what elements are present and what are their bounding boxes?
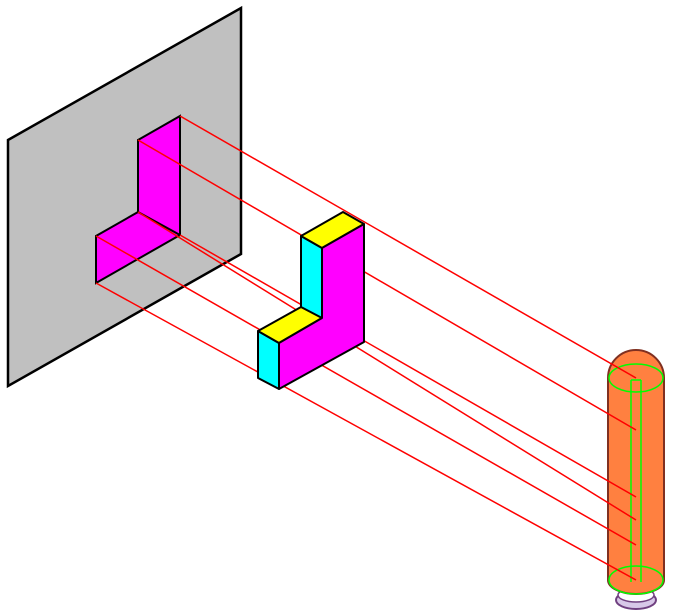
l-shaped-block (257, 211, 365, 390)
light-top-ring (608, 363, 664, 393)
projection-ray (179, 234, 637, 498)
light-cylinder-body (607, 349, 665, 595)
projection-ray (95, 282, 637, 581)
light-bottom-ring (608, 565, 664, 595)
projection-rays (95, 115, 637, 581)
projection-ray (179, 115, 637, 379)
projection-ray (95, 235, 637, 546)
block-front-face (278, 223, 365, 390)
projection-ray (137, 211, 637, 521)
projection-screen (6, 5, 243, 389)
projection-ray (137, 139, 637, 431)
cylindrical-light-source (607, 349, 665, 610)
